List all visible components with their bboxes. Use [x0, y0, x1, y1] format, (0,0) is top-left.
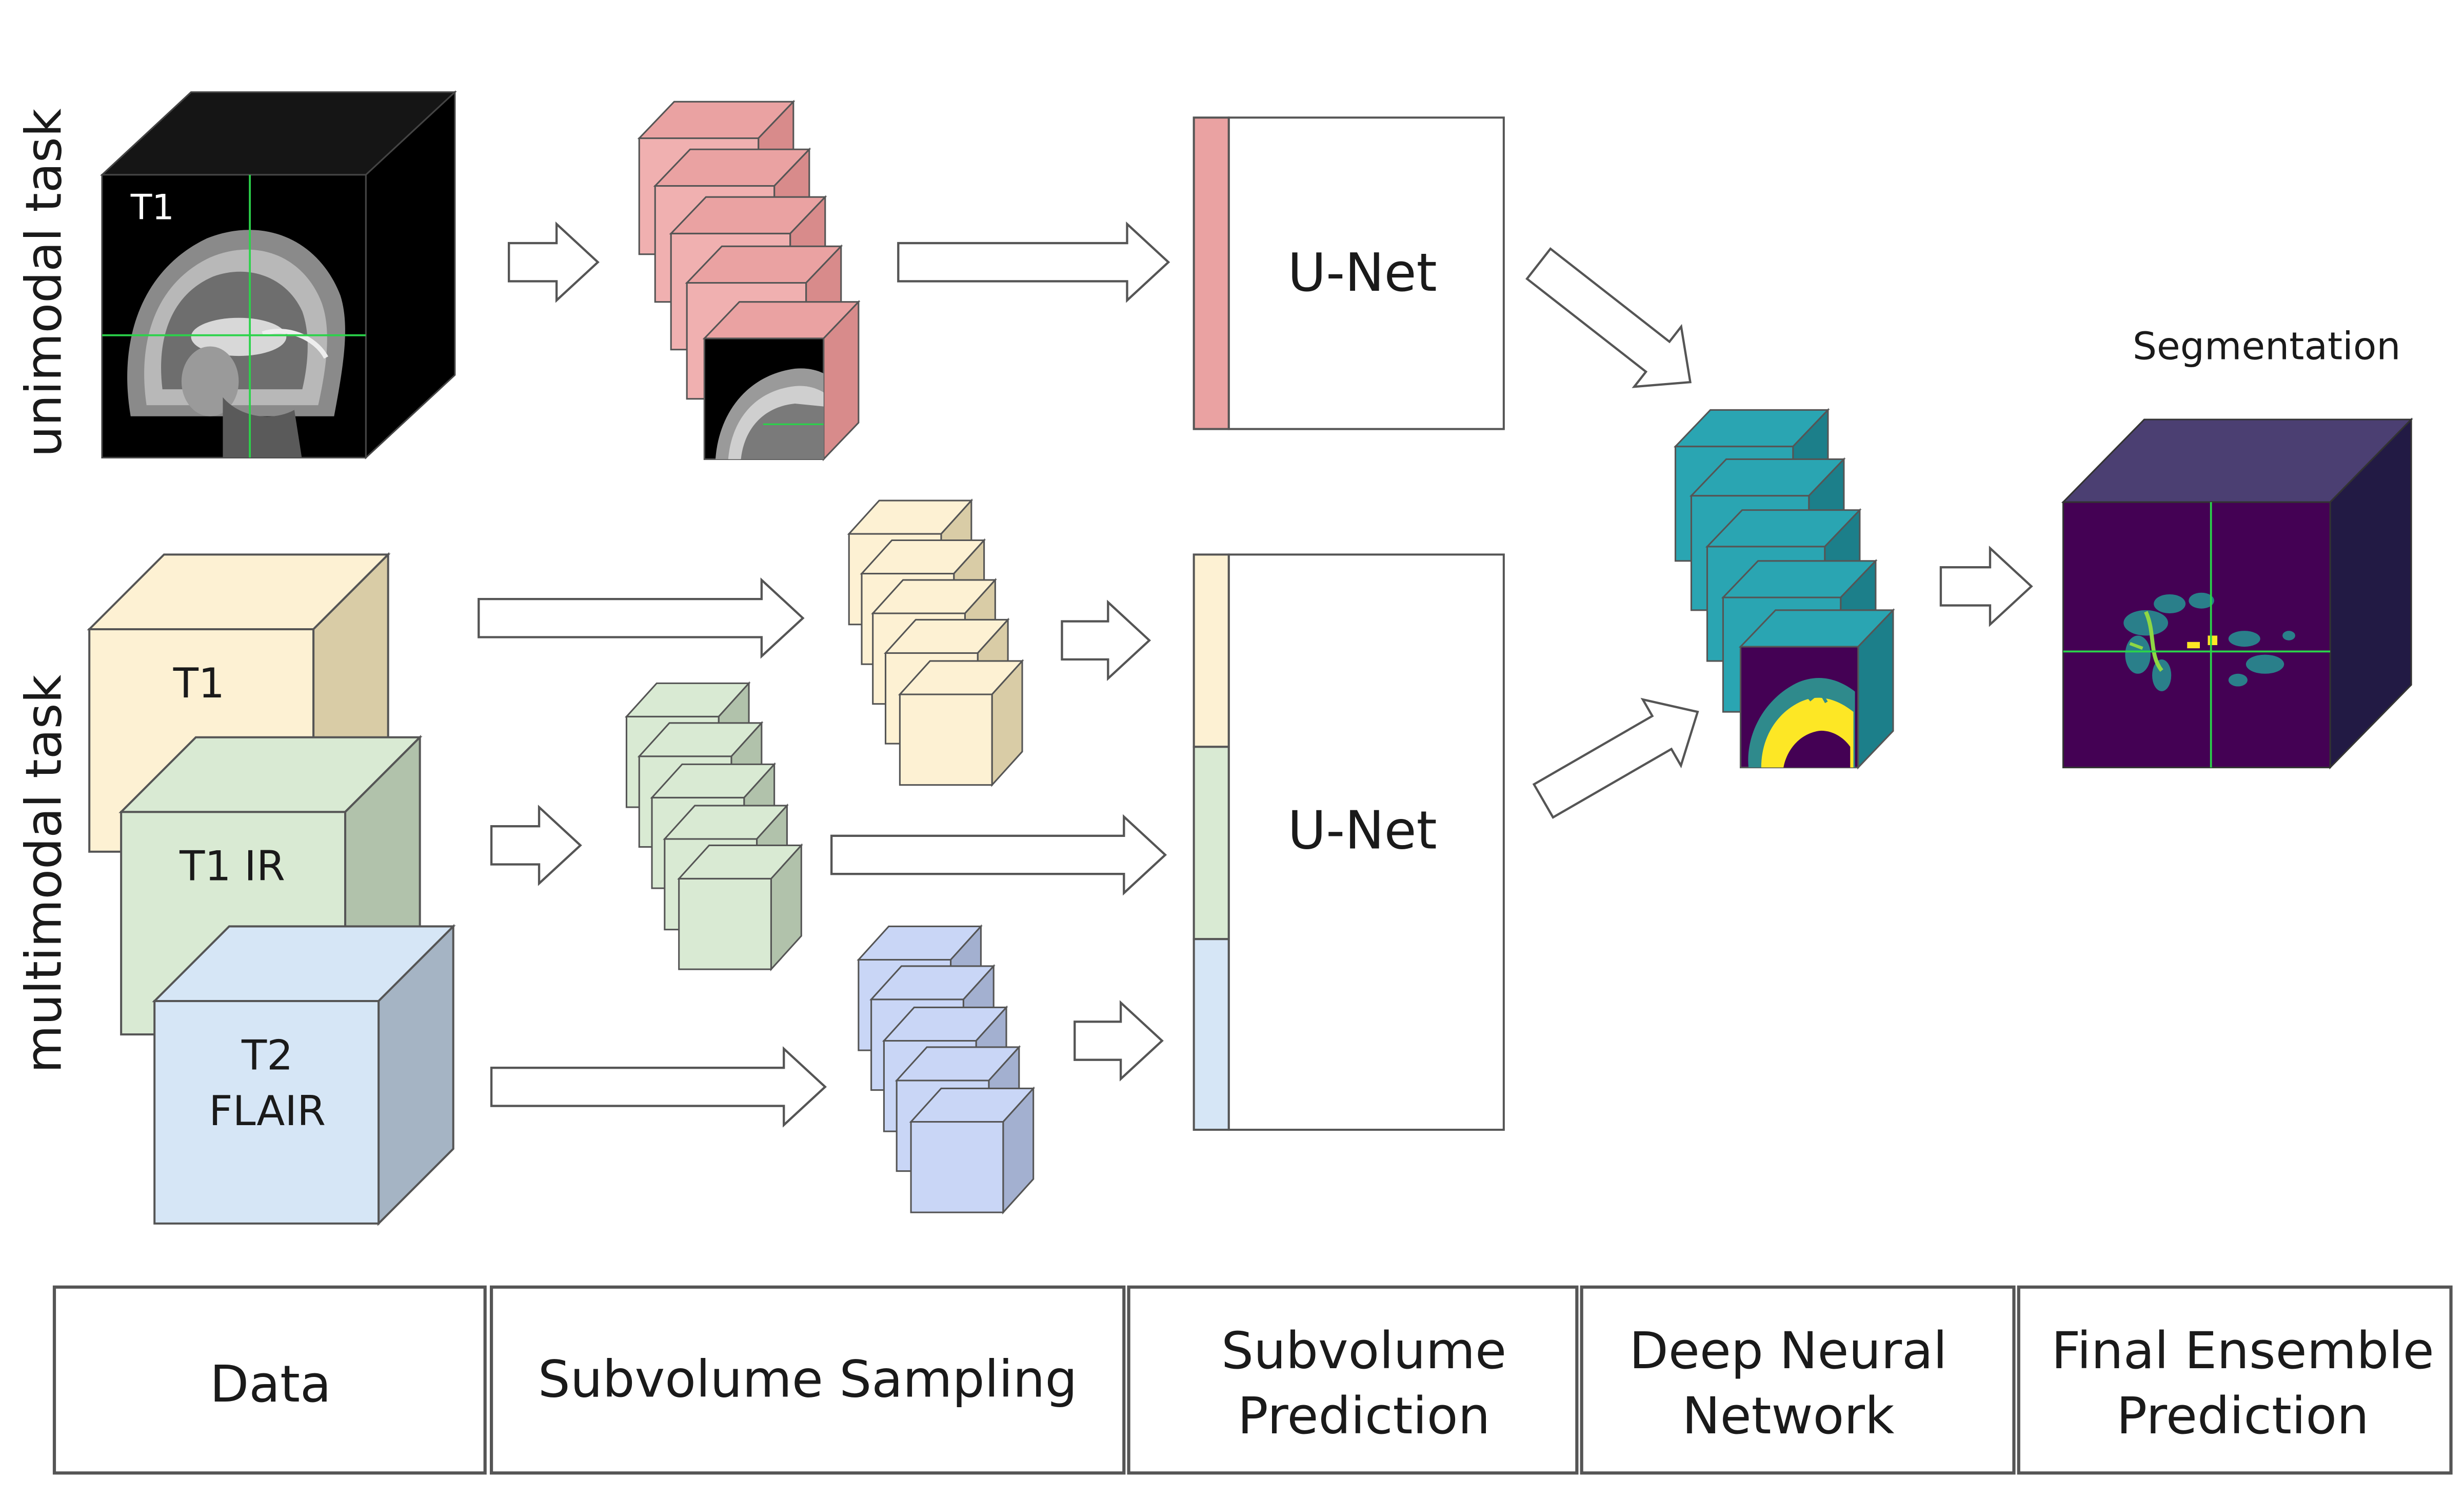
arrow-t1ir-to-green [490, 805, 582, 886]
stage-box-dnn [1580, 1285, 2016, 1475]
stage-box-data [52, 1285, 487, 1475]
stage-labels: Data Subvolume Sampling Subvolume Predic… [210, 1322, 2434, 1446]
pink-subvolume-5 [702, 299, 861, 462]
pink-subvolume-stack [637, 99, 861, 462]
arrow-green-to-unet [830, 814, 1167, 896]
arrow-t1-to-yellow [478, 577, 805, 659]
brain-sagittal-image [102, 174, 366, 458]
stage-label-subvolume-2: Prediction [1238, 1387, 1491, 1446]
unet-bottom-box: U-Net [1193, 553, 1505, 1131]
segmentation-cube [2061, 417, 2413, 770]
t1-top-label: T1 [130, 188, 174, 228]
arrow-blue-to-unet [1074, 1000, 1164, 1082]
arrow-t2-to-blue [490, 1046, 827, 1128]
stage-label-data: Data [210, 1355, 331, 1414]
dnn-segmentation-patch [1748, 678, 1855, 768]
unet-top-box: U-Net [1193, 116, 1505, 430]
row-label-multimodal: multimodal task [15, 674, 72, 1073]
blue-subvolume-stack [857, 924, 1036, 1215]
stage-box-ensemble [2017, 1285, 2453, 1475]
stage-label-sampling: Subvolume Sampling [538, 1350, 1078, 1409]
t2-label: T2 [241, 1031, 293, 1079]
segmentation-title: Segmentation [2133, 324, 2401, 368]
arrow-unet-top-to-dnn [1525, 247, 1692, 388]
dnn-output-stack [1673, 408, 1895, 770]
row-label-unimodal: unimodal task [15, 108, 72, 457]
stage-box-subvolume-prediction [1127, 1285, 1579, 1475]
stage-bar [52, 1285, 2453, 1475]
unet-top-label: U-Net [1287, 243, 1437, 304]
stage-label-dnn-2: Network [1682, 1387, 1895, 1446]
t1-mri-cube: T1 [100, 90, 457, 459]
arrow-yellow-to-unet [1061, 599, 1151, 682]
segmentation-brain-image [2063, 502, 2331, 768]
t2-flair-cube: T2 FLAIR [152, 924, 456, 1226]
brain-patch-image [715, 368, 824, 459]
stage-label-ensemble-1: Final Ensemble [2052, 1322, 2434, 1381]
arrow-t1-to-patches [508, 221, 600, 303]
stage-label-subvolume-1: Subvolume [1221, 1322, 1506, 1381]
t1-label: T1 [173, 659, 225, 707]
yellow-subvolume-stack [847, 498, 1024, 787]
stage-label-dnn-1: Deep Neural [1630, 1322, 1948, 1381]
stage-box-sampling [489, 1285, 1126, 1475]
stage-label-ensemble-2: Prediction [2116, 1387, 2369, 1446]
t1ir-label: T1 IR [179, 842, 285, 890]
arrow-dnn-to-segmentation [1939, 546, 2033, 627]
arrow-unet-bottom-to-dnn [1532, 697, 1699, 819]
green-subvolume-stack [624, 681, 803, 972]
unet-bottom-label: U-Net [1287, 801, 1437, 862]
arrow-patches-to-unet-top [897, 221, 1170, 303]
flair-label: FLAIR [209, 1087, 326, 1135]
arrows [478, 221, 2033, 1128]
